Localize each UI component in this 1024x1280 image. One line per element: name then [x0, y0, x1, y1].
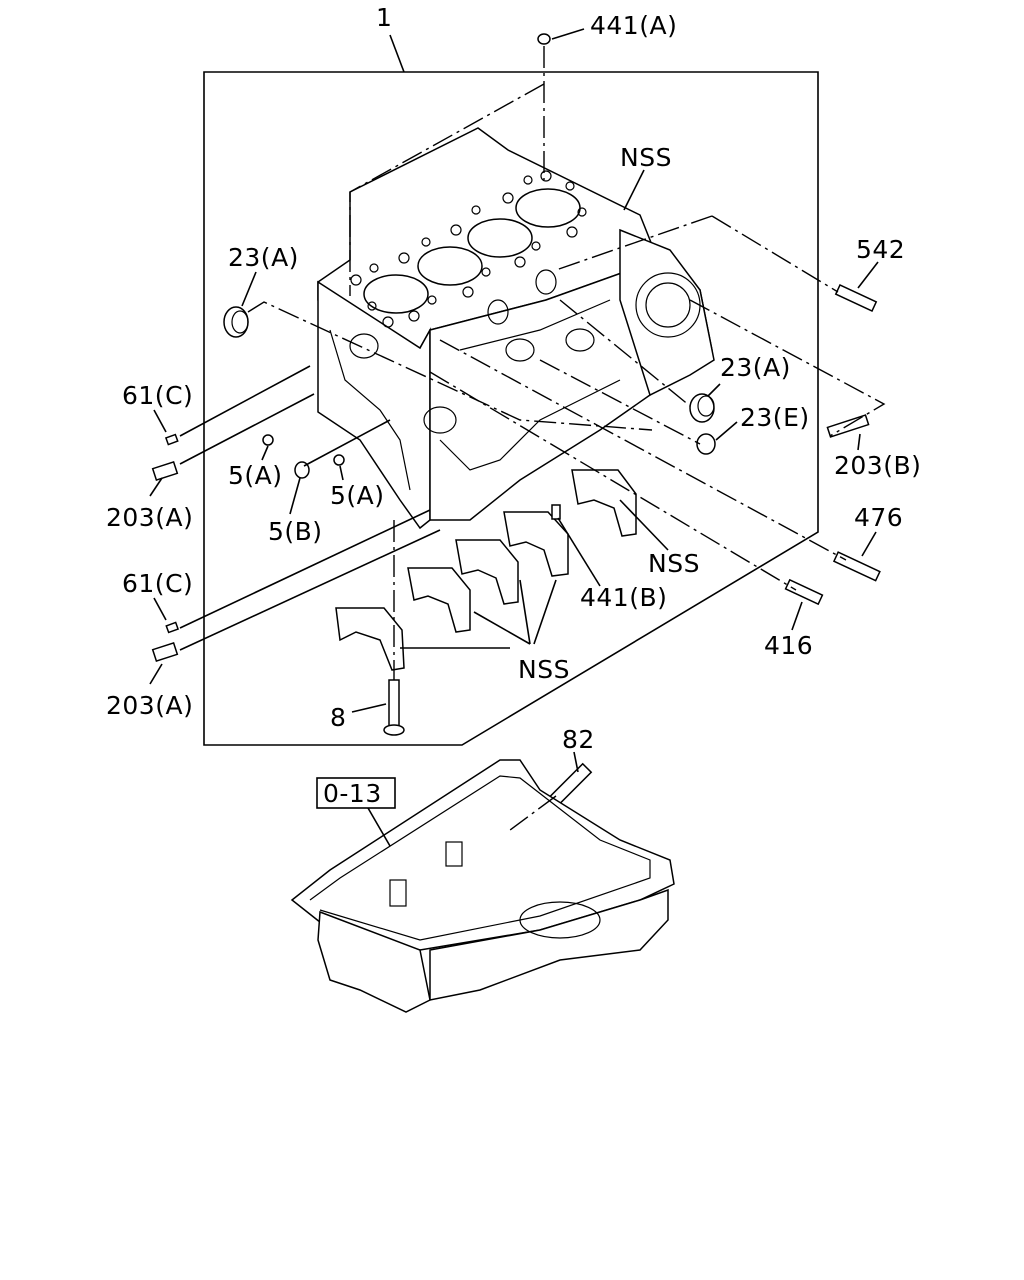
oil-pan: [290, 759, 675, 1013]
leader-lines: [149, 28, 886, 847]
label-nss-top: NSS: [620, 143, 672, 172]
label-23a-left[interactable]: 23(A): [228, 243, 299, 272]
label-23a-right[interactable]: 23(A): [720, 353, 791, 382]
label-203b[interactable]: 203(B): [834, 451, 921, 480]
ref-box-label[interactable]: 0-13: [323, 779, 382, 808]
label-8[interactable]: 8: [330, 703, 346, 732]
label-61c-top[interactable]: 61(C): [122, 381, 193, 410]
label-441a[interactable]: 441(A): [590, 11, 677, 40]
label-82[interactable]: 82: [562, 725, 595, 754]
label-1[interactable]: 1: [376, 3, 392, 32]
cylinder-block: [317, 127, 715, 530]
label-542[interactable]: 542: [856, 235, 905, 264]
label-476[interactable]: 476: [854, 503, 903, 532]
label-5a-mid[interactable]: 5(A): [330, 481, 385, 510]
label-nss-cap: NSS: [648, 549, 700, 578]
label-61c-bot[interactable]: 61(C): [122, 569, 193, 598]
label-nss-bottom: NSS: [518, 655, 570, 684]
assembly-frame: [203, 71, 819, 746]
label-5a-left[interactable]: 5(A): [228, 461, 283, 490]
label-203a-top[interactable]: 203(A): [106, 503, 193, 532]
label-203a-bot[interactable]: 203(A): [106, 691, 193, 720]
leader-1: [389, 34, 405, 73]
small-parts: [151, 33, 881, 808]
bearing-caps: [335, 469, 637, 671]
label-441b[interactable]: 441(B): [580, 583, 667, 612]
label-416[interactable]: 416: [764, 631, 813, 660]
label-5b[interactable]: 5(B): [268, 517, 323, 546]
ref-box: [316, 777, 396, 809]
label-23e[interactable]: 23(E): [740, 403, 810, 432]
